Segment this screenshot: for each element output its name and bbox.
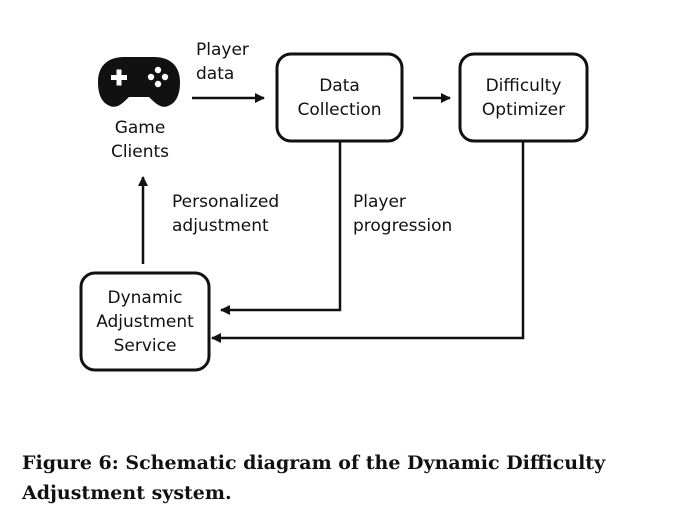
player-data-line1: Player: [196, 40, 249, 60]
personalized-adjustment-line1: Personalized: [172, 192, 280, 212]
gamepad-icon: [98, 57, 180, 107]
personalized-adjustment-line2: adjustment: [172, 216, 269, 236]
diagram-canvas: [79, 52, 589, 372]
dynamic-adjustment-service-box: [79, 271, 211, 372]
personalized-adjustment-label: Personalized adjustment: [172, 190, 279, 238]
arrow-player-progression: [220, 142, 342, 315]
data-collection-label: Data Collection: [277, 54, 402, 141]
game-clients-label: Game Clients: [95, 115, 185, 165]
player-progression-line2: progression: [353, 216, 453, 236]
arrow-optimizer-to-adjustment: [211, 142, 525, 343]
dynamic-adjustment-line2: Adjustment: [96, 311, 194, 332]
difficulty-optimizer-line1: Difficulty: [485, 75, 562, 96]
figure-caption: Figure 6: Schematic diagram of the Dynam…: [22, 452, 606, 504]
player-progression-line1: Player: [353, 192, 406, 212]
game-clients-line1: Game: [114, 118, 166, 138]
dynamic-adjustment-service-label: Dynamic Adjustment Service: [81, 273, 209, 370]
data-collection-line1: Data: [319, 75, 360, 96]
player-data-label: Player data: [196, 38, 249, 86]
data-collection-box: [275, 52, 404, 143]
player-data-line2: data: [196, 64, 235, 84]
dynamic-adjustment-line1: Dynamic: [107, 287, 183, 308]
data-collection-line2: Collection: [297, 99, 382, 120]
difficulty-optimizer-box: [458, 52, 589, 143]
game-clients-line2: Clients: [110, 142, 170, 162]
dynamic-adjustment-line3: Service: [113, 335, 177, 356]
difficulty-optimizer-line2: Optimizer: [481, 99, 566, 120]
difficulty-optimizer-label: Difficulty Optimizer: [460, 54, 587, 141]
player-progression-label: Player progression: [353, 190, 452, 238]
